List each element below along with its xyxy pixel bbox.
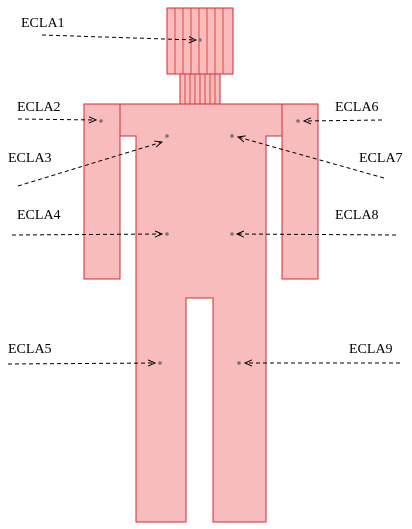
ecla6-dot — [296, 119, 300, 123]
ecla6-label: ECLA6 — [335, 100, 379, 115]
neck — [180, 74, 220, 104]
ecla5-dot — [158, 361, 162, 365]
ecla9-dot — [237, 361, 241, 365]
ecla7-label: ECLA7 — [359, 151, 403, 166]
torso-and-legs — [120, 104, 282, 522]
ecla8-label: ECLA8 — [335, 208, 379, 223]
ecla4-dot — [165, 232, 169, 236]
left-arm — [84, 104, 120, 279]
ecla1-dot — [198, 38, 202, 42]
ecla2-label: ECLA2 — [17, 100, 61, 115]
ecla4-label: ECLA4 — [17, 208, 61, 223]
ecla5-label: ECLA5 — [8, 342, 52, 357]
ecla5-arrow — [8, 363, 155, 364]
ecla8-dot — [230, 232, 234, 236]
ecla9-label: ECLA9 — [349, 342, 393, 357]
ecla3-dot — [165, 134, 169, 138]
ecla2-dot — [99, 119, 103, 123]
ecla3-label: ECLA3 — [8, 151, 52, 166]
ecla1-label: ECLA1 — [21, 16, 65, 31]
ecla7-dot — [230, 134, 234, 138]
right-arm — [282, 104, 318, 279]
